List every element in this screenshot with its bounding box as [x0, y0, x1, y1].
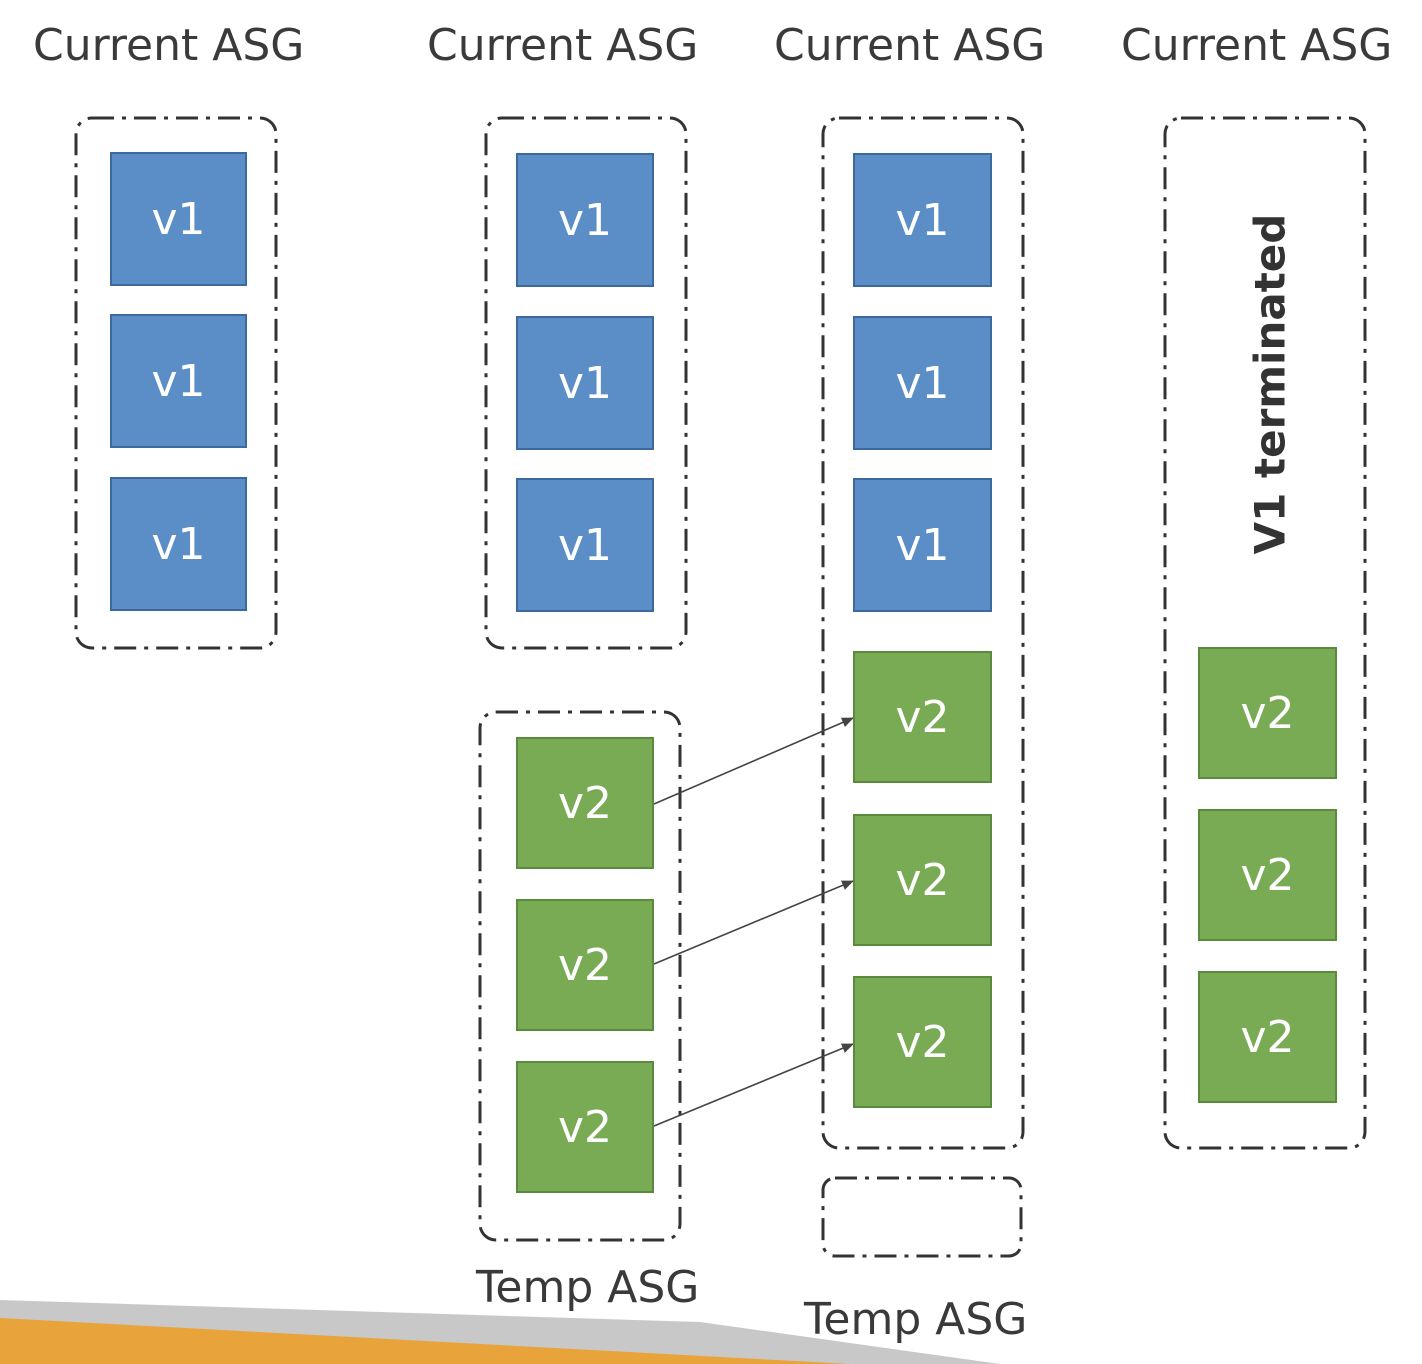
bottom-accent-bar: [0, 1318, 850, 1364]
v1-terminated-note: V1 terminated: [1245, 213, 1295, 555]
migrate-arrow-2: [653, 880, 854, 965]
column-title-1: Current ASG: [33, 20, 305, 71]
column-title-2: Current ASG: [427, 20, 699, 71]
asg-group-col1-current: [74, 116, 278, 650]
instance-v1-col2-c: v1: [516, 478, 654, 612]
instance-v2-col2-c: v2: [516, 1061, 654, 1193]
instance-v2-col3-c: v2: [853, 976, 992, 1108]
instance-v2-col4-b: v2: [1198, 809, 1337, 941]
asg-group-col4-current: [1163, 116, 1367, 1150]
instance-v2-col3-a: v2: [853, 651, 992, 783]
column-title-3: Current ASG: [774, 20, 1046, 71]
instance-v1-col1-b: v1: [110, 314, 247, 448]
instance-v1-col1-a: v1: [110, 152, 247, 286]
instance-v1-col3-c: v1: [853, 478, 992, 612]
asg-group-col3-current: [821, 116, 1025, 1150]
instance-v1-col2-b: v1: [516, 316, 654, 450]
asg-group-col2-temp: [478, 710, 682, 1242]
instance-v1-col2-a: v1: [516, 153, 654, 287]
column-title-4: Current ASG: [1121, 20, 1393, 71]
instance-v1-col1-c: v1: [110, 477, 247, 611]
instance-v1-col3-b: v1: [853, 316, 992, 450]
instance-v2-col2-a: v2: [516, 737, 654, 869]
temp-asg-label-col3: Temp ASG: [804, 1294, 1028, 1345]
migrate-arrow-1: [653, 717, 854, 805]
instance-v2-col3-b: v2: [853, 814, 992, 946]
instance-v2-col2-b: v2: [516, 899, 654, 1031]
migrate-arrow-3: [653, 1043, 854, 1127]
instance-v2-col4-c: v2: [1198, 971, 1337, 1103]
instance-v1-col3-a: v1: [853, 153, 992, 287]
temp-asg-label-col2: Temp ASG: [476, 1262, 700, 1313]
asg-group-col2-current: [484, 116, 688, 650]
asg-group-col3-temp-empty: [821, 1176, 1023, 1258]
instance-v2-col4-a: v2: [1198, 647, 1337, 779]
